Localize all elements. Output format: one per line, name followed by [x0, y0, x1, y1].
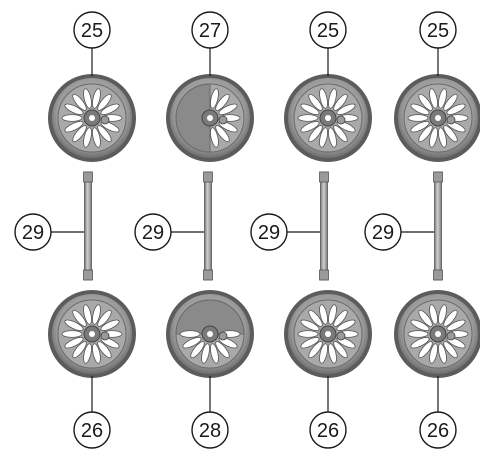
bottom-wheel-1: [48, 290, 136, 378]
callout-number: 28: [199, 420, 221, 442]
callout-number: 27: [199, 20, 221, 42]
callout-number: 26: [81, 420, 103, 442]
axle-end-top: [84, 172, 93, 182]
axle-hole: [435, 331, 441, 337]
crank-pin: [447, 332, 455, 340]
axle-shaft: [321, 172, 328, 280]
callout-number: 29: [372, 222, 394, 244]
spoke-gap: [62, 115, 82, 122]
axle-shaft: [85, 172, 92, 280]
axle-end-top: [204, 172, 213, 182]
callout-number: 25: [427, 20, 449, 42]
axle-end-bottom: [84, 270, 93, 280]
axle-end-bottom: [204, 270, 213, 280]
axle-end-top: [320, 172, 329, 182]
crank-pin: [447, 116, 455, 124]
axle-shaft: [205, 172, 212, 280]
top-wheel-1: [48, 74, 136, 162]
callout-axle-2: 29: [135, 214, 171, 250]
callout-number: 29: [142, 222, 164, 244]
axle-hole: [207, 115, 213, 121]
axle-hole: [89, 115, 95, 121]
top-wheel-2: [166, 74, 254, 162]
crank-pin: [101, 332, 109, 340]
callout-top-1: 25: [74, 12, 110, 48]
bottom-wheel-4: [394, 290, 480, 378]
axle-end-top: [434, 172, 443, 182]
axle-hole: [89, 331, 95, 337]
bottom-wheel-2: [166, 290, 254, 378]
callout-top-3: 25: [310, 12, 346, 48]
callout-number: 25: [81, 20, 103, 42]
callout-axle-1: 29: [15, 214, 51, 250]
spoke-gap: [408, 331, 428, 338]
crank-pin: [219, 116, 227, 124]
callout-number: 26: [317, 420, 339, 442]
crank-pin: [219, 332, 227, 340]
axle-1: [84, 172, 93, 280]
callout-axle-4: 29: [365, 214, 401, 250]
crank-pin: [337, 116, 345, 124]
crank-pin: [337, 332, 345, 340]
crank-pin: [101, 116, 109, 124]
axle-end-bottom: [320, 270, 329, 280]
callout-bottom-4: 26: [420, 412, 456, 448]
axle-hole: [435, 115, 441, 121]
callout-number: 26: [427, 420, 449, 442]
spoke-gap: [298, 331, 318, 338]
bottom-wheel-3: [284, 290, 372, 378]
axle-hole: [207, 331, 213, 337]
spoke-gap: [408, 115, 428, 122]
axle-hole: [325, 115, 331, 121]
callout-bottom-3: 26: [310, 412, 346, 448]
axle-hole: [325, 331, 331, 337]
callout-number: 29: [258, 222, 280, 244]
spoke-gap: [62, 331, 82, 338]
callout-top-4: 25: [420, 12, 456, 48]
callout-bottom-2: 28: [192, 412, 228, 448]
top-wheel-4: [394, 74, 480, 162]
axle-shaft: [435, 172, 442, 280]
callout-bottom-1: 26: [74, 412, 110, 448]
callout-number: 25: [317, 20, 339, 42]
axle-3: [320, 172, 329, 280]
callout-number: 29: [22, 222, 44, 244]
axle-2: [204, 172, 213, 280]
top-wheel-3: [284, 74, 372, 162]
spoke-gap: [298, 115, 318, 122]
callout-axle-3: 29: [251, 214, 287, 250]
spoke-gap: [180, 331, 200, 338]
axle-end-bottom: [434, 270, 443, 280]
callout-top-2: 27: [192, 12, 228, 48]
axle-4: [434, 172, 443, 280]
